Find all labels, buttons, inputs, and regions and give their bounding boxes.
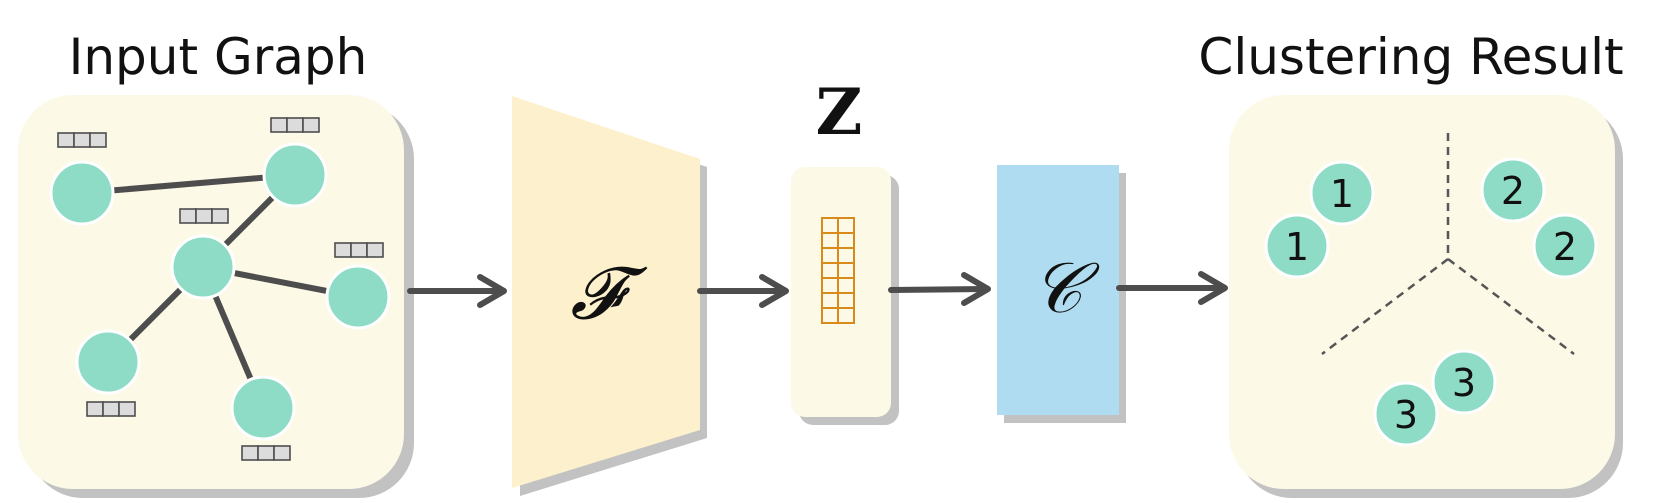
encoder-block: 𝓕	[512, 96, 707, 496]
input-graph-title: Input Graph	[69, 28, 368, 86]
cluster-label: 1	[1285, 225, 1309, 269]
result-node-labels: 1 1 2 2 3 3	[1285, 169, 1577, 437]
embedding-cell	[837, 307, 855, 324]
arrow-clustering-to-result	[1116, 271, 1228, 305]
arrow-embedding-to-clustering	[888, 272, 991, 306]
feature-vector	[86, 401, 136, 417]
input-graph-panel	[18, 95, 414, 498]
embedding-vector	[821, 217, 855, 324]
embedding-label: Z	[816, 75, 863, 150]
result-node	[1532, 213, 1598, 279]
graph-node	[75, 329, 141, 395]
feature-vector	[179, 208, 229, 224]
feature-vector	[270, 117, 320, 133]
graph-node	[262, 142, 328, 208]
result-node	[1264, 213, 1330, 279]
partition-lines	[1321, 133, 1575, 355]
graph-edge	[79, 172, 298, 196]
cluster-label: 1	[1330, 172, 1354, 216]
result-panel: 1 1 2 2 3 3	[1229, 95, 1623, 498]
graph-node	[230, 375, 296, 441]
cluster-label: 2	[1553, 225, 1577, 269]
cluster-label: 3	[1394, 393, 1418, 437]
encoder-shape	[512, 96, 700, 488]
graph-node	[49, 160, 115, 226]
partition-line	[1321, 258, 1449, 355]
arrow-encoder-to-embedding	[697, 274, 789, 308]
result-node	[1431, 349, 1497, 415]
partition-line	[1447, 258, 1575, 355]
graph-node	[170, 234, 236, 300]
graph-nodes	[49, 142, 391, 441]
cluster-label: 3	[1452, 361, 1476, 405]
embedding-block	[791, 167, 899, 425]
result-node	[1373, 381, 1439, 447]
feature-vector	[241, 445, 291, 461]
feature-vector	[334, 242, 384, 258]
clustering-block: 𝒞	[997, 165, 1126, 423]
graph-node	[325, 264, 391, 330]
arrow-graph-to-encoder	[407, 274, 507, 308]
result-node	[1480, 157, 1546, 223]
feature-vector	[57, 132, 107, 148]
clustering-panel	[997, 165, 1119, 415]
result-nodes	[1264, 157, 1598, 447]
result-node	[1309, 160, 1375, 226]
cluster-label: 2	[1501, 169, 1525, 213]
node-feature-vectors	[57, 117, 384, 461]
result-title: Clustering Result	[1198, 28, 1623, 86]
